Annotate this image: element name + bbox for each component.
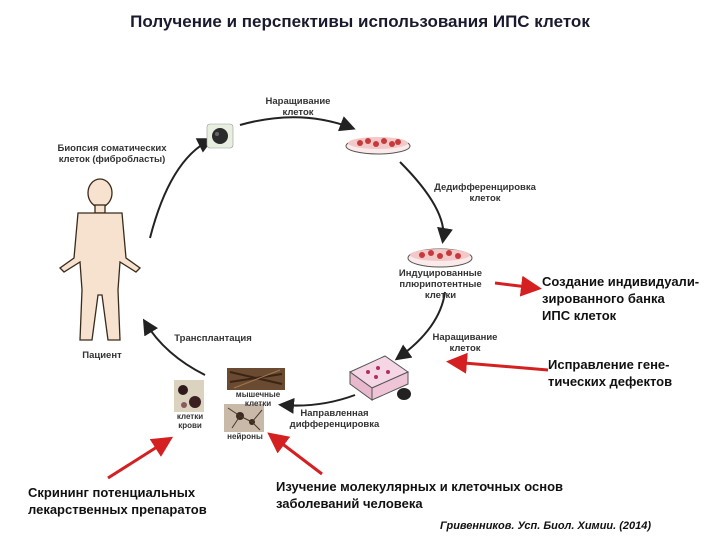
note-genetic-repair: Исправление гене-тических дефектов — [548, 357, 673, 389]
patient-figure — [58, 178, 142, 341]
blood-cells-image — [174, 380, 204, 412]
arrow-transplantation — [142, 318, 206, 376]
red-arrow-bank — [494, 275, 542, 297]
label-transplantation: Трансплантация — [174, 333, 252, 344]
petri-dish-top — [345, 137, 411, 155]
red-arrow-study — [267, 432, 323, 476]
culture-flask — [349, 355, 411, 401]
label-patient: Пациент — [82, 350, 122, 361]
arrow-dedifferentiation — [399, 161, 453, 244]
red-arrow-repair — [446, 352, 549, 374]
label-neurons: нейроны — [227, 432, 263, 441]
muscle-cells-image — [227, 368, 285, 390]
neurons-image — [224, 404, 264, 432]
petri-dish-ips — [407, 248, 473, 268]
citation: Гривенников. Усп. Биол. Химии. (2014) — [440, 520, 652, 532]
arrow-biopsy-to-culture — [149, 138, 214, 239]
arrow-proliferation-right — [394, 291, 446, 361]
fibroblast-cell-image — [206, 123, 234, 149]
arrow-proliferation-top — [239, 116, 356, 132]
arrow-directed-differentiation — [278, 394, 356, 414]
page-title: Получение и перспективы использования ИП… — [130, 12, 590, 31]
red-arrow-screening — [107, 436, 174, 480]
